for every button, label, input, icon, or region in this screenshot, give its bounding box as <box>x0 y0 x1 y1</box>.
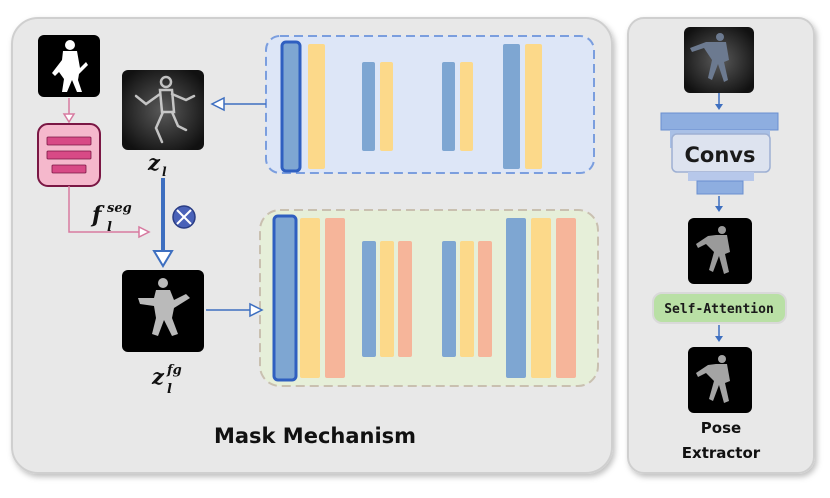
bottom-blue-bar <box>362 241 376 357</box>
pose-extractor-title-line1: Pose <box>701 419 741 437</box>
top-blue-bar <box>503 44 520 169</box>
bottom-yellow-bar <box>300 218 320 378</box>
z-l-feature-image <box>122 70 204 150</box>
bottom-blue-bar <box>442 241 456 357</box>
top-yellow-bar <box>525 44 542 169</box>
svg-text:l: l <box>107 220 112 235</box>
bottom-salmon-bar <box>478 241 492 357</box>
svg-text:f: f <box>90 202 105 228</box>
bottom-salmon-bar <box>556 218 576 378</box>
bottom-yellow-bar <box>460 241 474 357</box>
pink-arrow-to-merge <box>68 186 151 239</box>
svg-text:l: l <box>167 382 172 397</box>
convs-label: Convs <box>685 143 756 167</box>
input-silhouette-image <box>38 35 100 97</box>
bottom-salmon-bar <box>325 218 345 378</box>
svg-text:seg: seg <box>107 201 132 216</box>
arrow-stack-to-zl <box>210 96 266 112</box>
bottom-yellow-bar <box>531 218 551 378</box>
self-attention-label: Self-Attention <box>664 302 774 317</box>
side-arrow-3 <box>715 325 723 342</box>
blue-arrow-down <box>152 178 174 268</box>
top-yellow-bar <box>460 62 473 151</box>
top-feature-stack <box>265 35 595 174</box>
pose-input-image <box>684 27 754 93</box>
bottom-feature-stack <box>259 209 599 387</box>
z-l-label: z l <box>147 150 167 179</box>
bottom-blue-bar <box>506 218 526 378</box>
mask-mechanism-title: Mask Mechanism <box>214 424 416 448</box>
bottom-yellow-bar <box>380 241 394 357</box>
top-yellow-bar <box>308 44 325 169</box>
svg-text:z: z <box>151 364 165 389</box>
svg-text:fg: fg <box>166 363 182 378</box>
pink-arrow-down <box>62 98 76 124</box>
multiply-operator-icon <box>172 205 196 229</box>
side-arrow-2 <box>715 196 723 212</box>
top-yellow-bar <box>380 62 393 151</box>
side-arrow-1 <box>715 93 723 110</box>
convs-block: Convs <box>660 112 779 195</box>
pose-feature-image <box>688 218 752 284</box>
pose-extractor-title-line2: Extractor <box>682 444 761 462</box>
self-attention-block: Self-Attention <box>652 292 787 324</box>
svg-text:l: l <box>162 165 167 179</box>
segmentation-module <box>37 123 101 187</box>
bottom-salmon-bar <box>398 241 412 357</box>
top-blue-bar-highlight <box>280 40 302 173</box>
svg-text:z: z <box>147 150 161 175</box>
bottom-blue-bar-highlight <box>272 214 298 382</box>
top-blue-bar <box>442 62 455 151</box>
f-seg-label: f seg l <box>90 201 132 235</box>
z-fg-label: z fg l <box>151 363 182 397</box>
arrow-zfg-to-stack <box>206 302 264 318</box>
top-blue-bar <box>362 62 375 151</box>
pose-output-image <box>688 347 752 413</box>
z-fg-feature-image <box>122 270 204 352</box>
